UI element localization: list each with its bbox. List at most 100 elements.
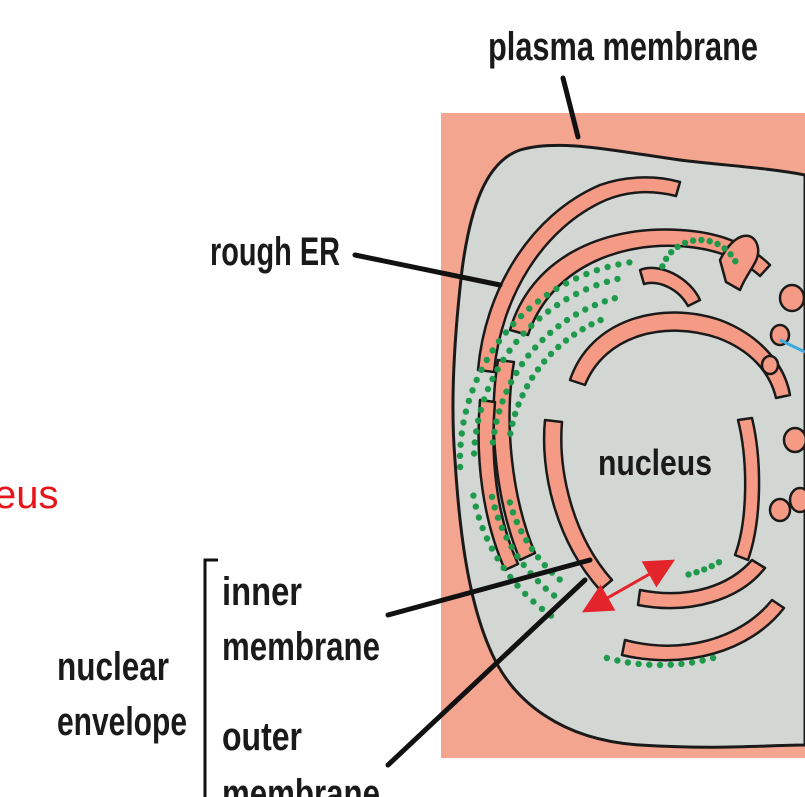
pointer-lines bbox=[352, 75, 593, 768]
pointer-rough-er bbox=[352, 252, 503, 288]
ribosome-dot bbox=[529, 374, 536, 381]
ribosome-dot bbox=[470, 450, 478, 457]
ribosome-dot bbox=[499, 398, 506, 405]
ribosome-dot bbox=[469, 387, 476, 394]
ribosome-dot bbox=[688, 659, 696, 666]
ribosome-dot bbox=[550, 592, 558, 599]
ribosome-dot bbox=[563, 296, 570, 303]
ribosome-dot bbox=[518, 528, 525, 535]
ribosome-dot bbox=[591, 301, 599, 309]
ribosome-dot bbox=[539, 336, 546, 344]
ribosome-dot bbox=[477, 406, 485, 414]
ribosome-dot bbox=[603, 278, 611, 285]
ribosome-dot bbox=[472, 503, 479, 510]
ribosome-dot bbox=[458, 430, 465, 437]
ribosome-dot bbox=[494, 366, 501, 373]
ribosome-dot bbox=[471, 439, 478, 446]
ribosome-dot bbox=[495, 338, 503, 345]
ribosome-dot bbox=[500, 564, 507, 572]
ribosome-dot bbox=[513, 369, 520, 377]
ribosome-dot bbox=[503, 388, 510, 395]
ribosome-dot bbox=[572, 275, 580, 282]
nuclear-envelope-bracket bbox=[203, 558, 218, 797]
ribosome-dot bbox=[515, 401, 522, 408]
label-inner: inner bbox=[222, 570, 302, 614]
ribosome-dot bbox=[681, 239, 689, 247]
ribosome-dot bbox=[715, 559, 723, 566]
ribosome-dot bbox=[685, 571, 692, 578]
ribosome-dot bbox=[709, 654, 717, 662]
ribosome-dot bbox=[646, 661, 653, 668]
ribosome-dot bbox=[582, 286, 590, 293]
label-rough-er: rough ER bbox=[210, 230, 340, 274]
ribosome-dot bbox=[572, 311, 580, 318]
ribosome-dot bbox=[674, 243, 681, 250]
ribosome-dot bbox=[526, 305, 533, 312]
ribosome-dot bbox=[478, 366, 485, 373]
ribosome-dot bbox=[615, 261, 622, 268]
ribosome-dot bbox=[494, 514, 502, 521]
ribosome-dot bbox=[662, 255, 670, 262]
ribosome-dot bbox=[547, 350, 555, 358]
ribosome-dot bbox=[488, 493, 496, 501]
ribosome-dot bbox=[530, 598, 537, 605]
ribosomes bbox=[456, 236, 739, 669]
ribosome-dot bbox=[614, 657, 621, 664]
ribosome-dot bbox=[544, 308, 552, 315]
ribosome-dot bbox=[588, 321, 595, 328]
ribosome-dot bbox=[496, 408, 503, 415]
ribosome-dot bbox=[514, 582, 521, 589]
pointer-inner-membrane bbox=[385, 557, 593, 618]
ribosome-dot bbox=[624, 659, 632, 666]
pointer-plasma-membrane bbox=[560, 75, 581, 140]
ribosome-dot bbox=[678, 660, 685, 668]
ribosome-dot bbox=[547, 329, 554, 336]
ribosome-dot bbox=[489, 375, 496, 383]
ribosome-dot bbox=[553, 301, 561, 309]
ribosome-dot bbox=[701, 566, 708, 573]
label-envelope: envelope bbox=[57, 700, 187, 744]
ribosome-dot bbox=[462, 408, 470, 415]
ribosome-dot bbox=[523, 537, 530, 544]
ribosome-dot bbox=[489, 347, 496, 354]
ribosome-dot bbox=[534, 366, 542, 373]
label-nuclear: nuclear bbox=[57, 645, 169, 689]
ribosome-dot bbox=[519, 392, 526, 399]
ribosome-dot bbox=[514, 553, 521, 560]
ribosome-dot bbox=[532, 344, 539, 351]
ribosome-dot bbox=[502, 329, 510, 336]
ribosome-dot bbox=[543, 291, 551, 299]
ribosome-dot bbox=[698, 236, 705, 244]
ribosome-dot bbox=[534, 578, 542, 585]
ribosome-dot bbox=[604, 263, 611, 271]
ribosome-dot bbox=[513, 518, 520, 526]
ribosome-dot bbox=[509, 509, 517, 516]
red-double-arrow-icon bbox=[581, 559, 676, 613]
ribosome-dot bbox=[493, 418, 500, 425]
ribosome-dot bbox=[732, 258, 739, 265]
ribosome-dot bbox=[555, 343, 562, 351]
ribosome-dot bbox=[475, 514, 483, 521]
ribosome-dot bbox=[498, 524, 506, 531]
ribosome-dot bbox=[510, 320, 517, 328]
ribosome-dot bbox=[562, 280, 570, 287]
ribosome-dot bbox=[457, 441, 464, 448]
ribosome-dot bbox=[491, 428, 498, 436]
ribosome-dot bbox=[523, 383, 531, 390]
ribosome-dot bbox=[635, 660, 642, 668]
ribosome-dot bbox=[479, 524, 486, 532]
ribosome-dot bbox=[534, 554, 542, 561]
ribosome-dot bbox=[465, 397, 473, 405]
ribosome-dot bbox=[525, 352, 532, 359]
ribosome-dot bbox=[721, 245, 728, 252]
ribosome-dot bbox=[520, 330, 527, 337]
ribosome-dot bbox=[520, 561, 527, 569]
ribosome-dot bbox=[503, 534, 510, 541]
ribosome-dot bbox=[583, 270, 590, 278]
ribosome-dot bbox=[489, 439, 497, 446]
pointer-outer-membrane bbox=[385, 577, 588, 768]
ribosome-dot bbox=[480, 396, 488, 403]
ribosome-dot bbox=[509, 420, 516, 427]
ribosome-dot bbox=[522, 590, 529, 598]
